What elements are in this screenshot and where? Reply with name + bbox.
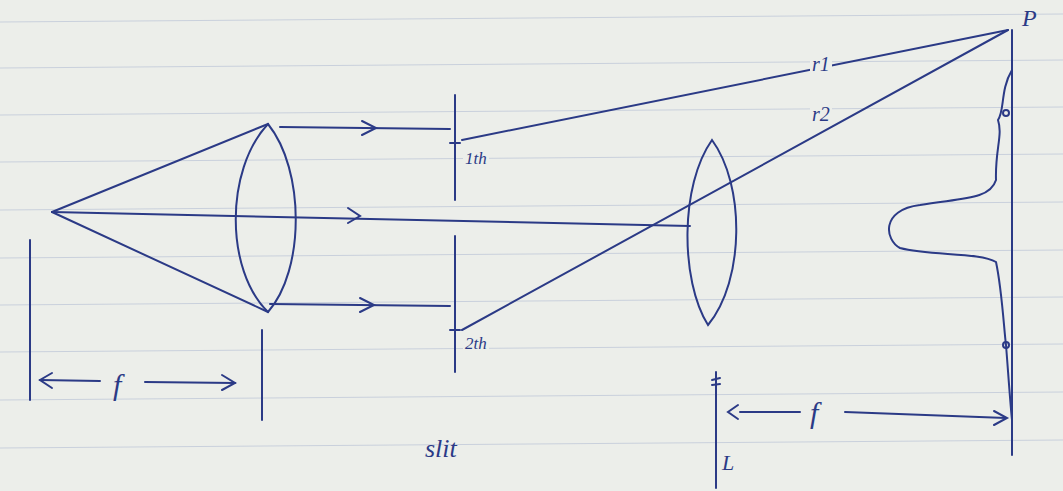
ink-drawing bbox=[30, 30, 1012, 488]
slit-label: 1th bbox=[463, 150, 489, 167]
dimension-label: f bbox=[113, 370, 121, 400]
lens-label: L bbox=[722, 452, 734, 474]
ray-label: r2 bbox=[810, 104, 832, 124]
paper-lines bbox=[0, 14, 1063, 448]
point-label: P bbox=[1022, 6, 1037, 30]
slit-label: 2th bbox=[463, 335, 489, 352]
dimension-label: f bbox=[810, 398, 818, 428]
slit-caption: slit bbox=[425, 436, 457, 462]
ray-label: r1 bbox=[810, 54, 832, 74]
